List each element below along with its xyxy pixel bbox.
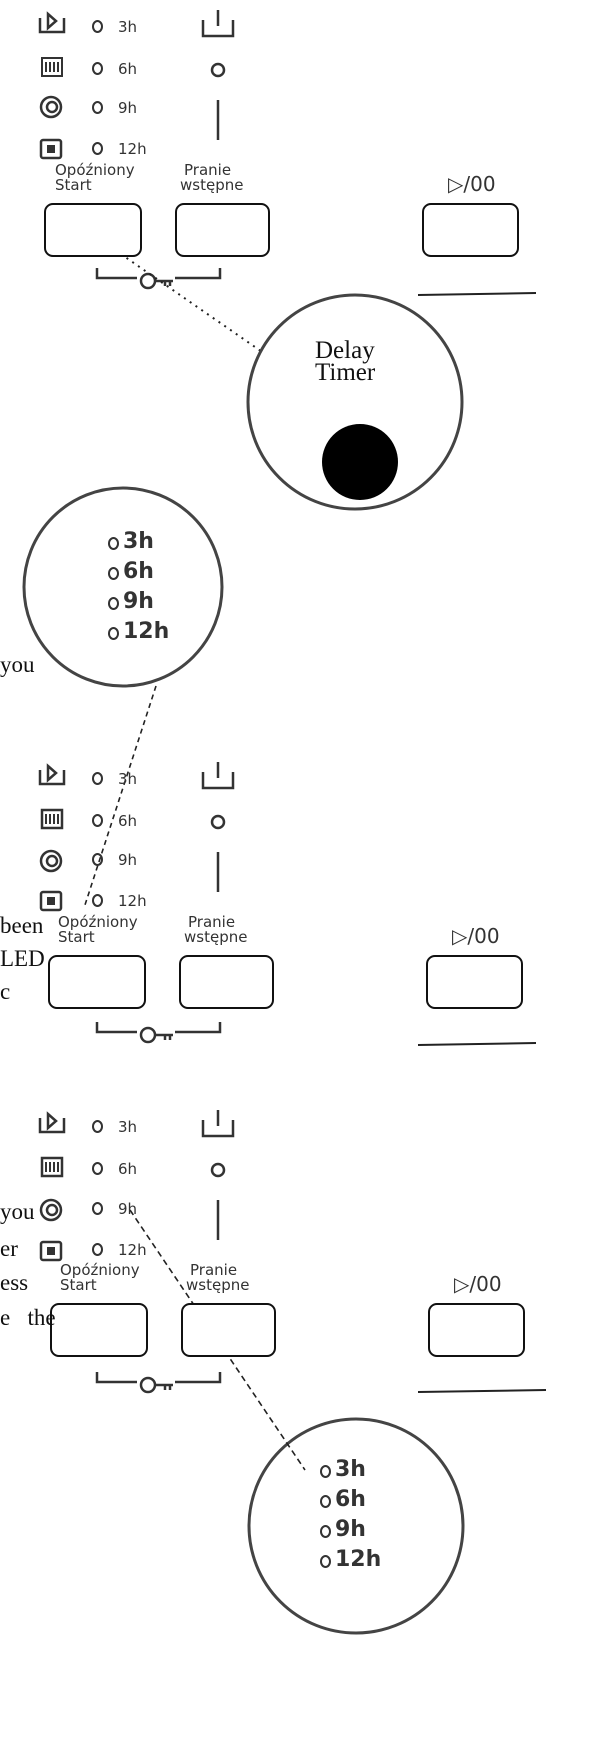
delay-start-button-2[interactable] bbox=[48, 955, 146, 1009]
led2-3h bbox=[92, 772, 103, 785]
delay-timer-callout bbox=[246, 293, 464, 511]
text-fragment-6: er bbox=[0, 1236, 18, 1261]
led-9h bbox=[92, 101, 103, 114]
text-fragment-3: LED bbox=[0, 946, 45, 971]
led3-label-3h: 3h bbox=[118, 1118, 138, 1136]
bubble-bottom-9h: 9h bbox=[335, 1517, 366, 1542]
led3-9h bbox=[92, 1202, 103, 1215]
steam-icon bbox=[41, 57, 63, 77]
callout-label-1: Delay bbox=[315, 337, 375, 364]
bubble-bottom-12h: 12h bbox=[335, 1547, 382, 1572]
drain-icon-fill bbox=[47, 145, 55, 153]
bubble-middle-9h: 9h bbox=[123, 589, 154, 614]
start-pause-label: ▷/00 bbox=[448, 172, 496, 196]
led3-label-6h: 6h bbox=[118, 1160, 138, 1178]
bubble-bottom-6h: 6h bbox=[335, 1487, 366, 1512]
key-icon bbox=[139, 272, 173, 290]
spin-icon bbox=[39, 95, 63, 119]
text-fragment-1: you bbox=[0, 652, 35, 677]
prewash-icon bbox=[201, 10, 235, 38]
led-label-12h: 12h bbox=[118, 140, 147, 158]
drain-icon bbox=[39, 138, 63, 160]
bubble-led-3h bbox=[108, 537, 119, 550]
prewash-label-1: Pranie bbox=[184, 161, 232, 179]
delay-start-button-3[interactable] bbox=[50, 1303, 148, 1357]
led2-9h bbox=[92, 853, 103, 866]
led2-label-12h: 12h bbox=[118, 892, 147, 910]
bubble-led-12h bbox=[108, 627, 119, 640]
prewash-label-2: wstępne bbox=[180, 176, 244, 194]
led-label-3h: 3h bbox=[118, 18, 138, 36]
led-3h bbox=[92, 20, 103, 33]
led2-label-3h: 3h bbox=[118, 770, 138, 788]
prewash-button-3[interactable] bbox=[181, 1303, 276, 1357]
start-pause-button[interactable] bbox=[422, 203, 519, 257]
bubble2-led-9h bbox=[320, 1525, 331, 1538]
bubble2-led-12h bbox=[320, 1555, 331, 1568]
bubble-bottom-3h: 3h bbox=[335, 1457, 366, 1482]
prewash-led bbox=[210, 62, 226, 78]
delay-button-dot bbox=[322, 424, 398, 500]
prewash-button-2[interactable] bbox=[179, 955, 274, 1009]
start-pause-button-3[interactable] bbox=[428, 1303, 525, 1357]
prewash-label3-1: Pranie bbox=[190, 1261, 238, 1279]
text-fragment-5: you bbox=[0, 1199, 35, 1224]
delay-start-label3-2: Start bbox=[60, 1276, 97, 1294]
led3-label-12h: 12h bbox=[118, 1241, 147, 1259]
zoom-bubble-bottom bbox=[247, 1417, 465, 1635]
led2-12h bbox=[92, 894, 103, 907]
bubble2-led-3h bbox=[320, 1465, 331, 1478]
bubble-middle-3h: 3h bbox=[123, 529, 154, 554]
text-fragment-2: been bbox=[0, 913, 44, 938]
led-12h bbox=[92, 142, 103, 155]
led2-label-9h: 9h bbox=[118, 851, 138, 869]
led-label-6h: 6h bbox=[118, 60, 138, 78]
led-label-9h: 9h bbox=[118, 99, 138, 117]
led3-12h bbox=[92, 1243, 103, 1256]
led-6h bbox=[92, 62, 103, 75]
led2-label-6h: 6h bbox=[118, 812, 138, 830]
delay-start-label3-1: Opóźniony bbox=[60, 1261, 140, 1279]
text-fragment-7: ess bbox=[0, 1270, 29, 1295]
callout-label-2: Timer bbox=[315, 359, 376, 386]
zoom-bubble-middle bbox=[22, 486, 224, 688]
bubble-led-9h bbox=[108, 597, 119, 610]
prewash-label2-1: Pranie bbox=[188, 913, 236, 931]
text-fragment-4: c bbox=[0, 979, 11, 1004]
bubble-middle-6h: 6h bbox=[123, 559, 154, 584]
bubble-middle-12h: 12h bbox=[123, 619, 170, 644]
rinse-icon bbox=[38, 11, 66, 34]
led2-6h bbox=[92, 814, 103, 827]
prewash-button[interactable] bbox=[175, 203, 270, 257]
bubble2-led-6h bbox=[320, 1495, 331, 1508]
text-fragment-8: e the bbox=[0, 1305, 56, 1330]
prewash-label3-2: wstępne bbox=[186, 1276, 250, 1294]
delay-start-label-2: Start bbox=[55, 176, 92, 194]
led3-6h bbox=[92, 1162, 103, 1175]
led3-3h bbox=[92, 1120, 103, 1133]
start-pause-label2: ▷/00 bbox=[452, 924, 500, 948]
delay-start-label-1: Opóźniony bbox=[55, 161, 135, 179]
start-pause-button-2[interactable] bbox=[426, 955, 523, 1009]
bubble-led-6h bbox=[108, 567, 119, 580]
delay-start-button[interactable] bbox=[44, 203, 142, 257]
led3-label-9h: 9h bbox=[118, 1200, 138, 1218]
delay-start-label2-1: Opóźniony bbox=[58, 913, 138, 931]
delay-start-label2-2: Start bbox=[58, 928, 95, 946]
prewash-label2-2: wstępne bbox=[184, 928, 248, 946]
start-pause-label3: ▷/00 bbox=[454, 1272, 502, 1296]
